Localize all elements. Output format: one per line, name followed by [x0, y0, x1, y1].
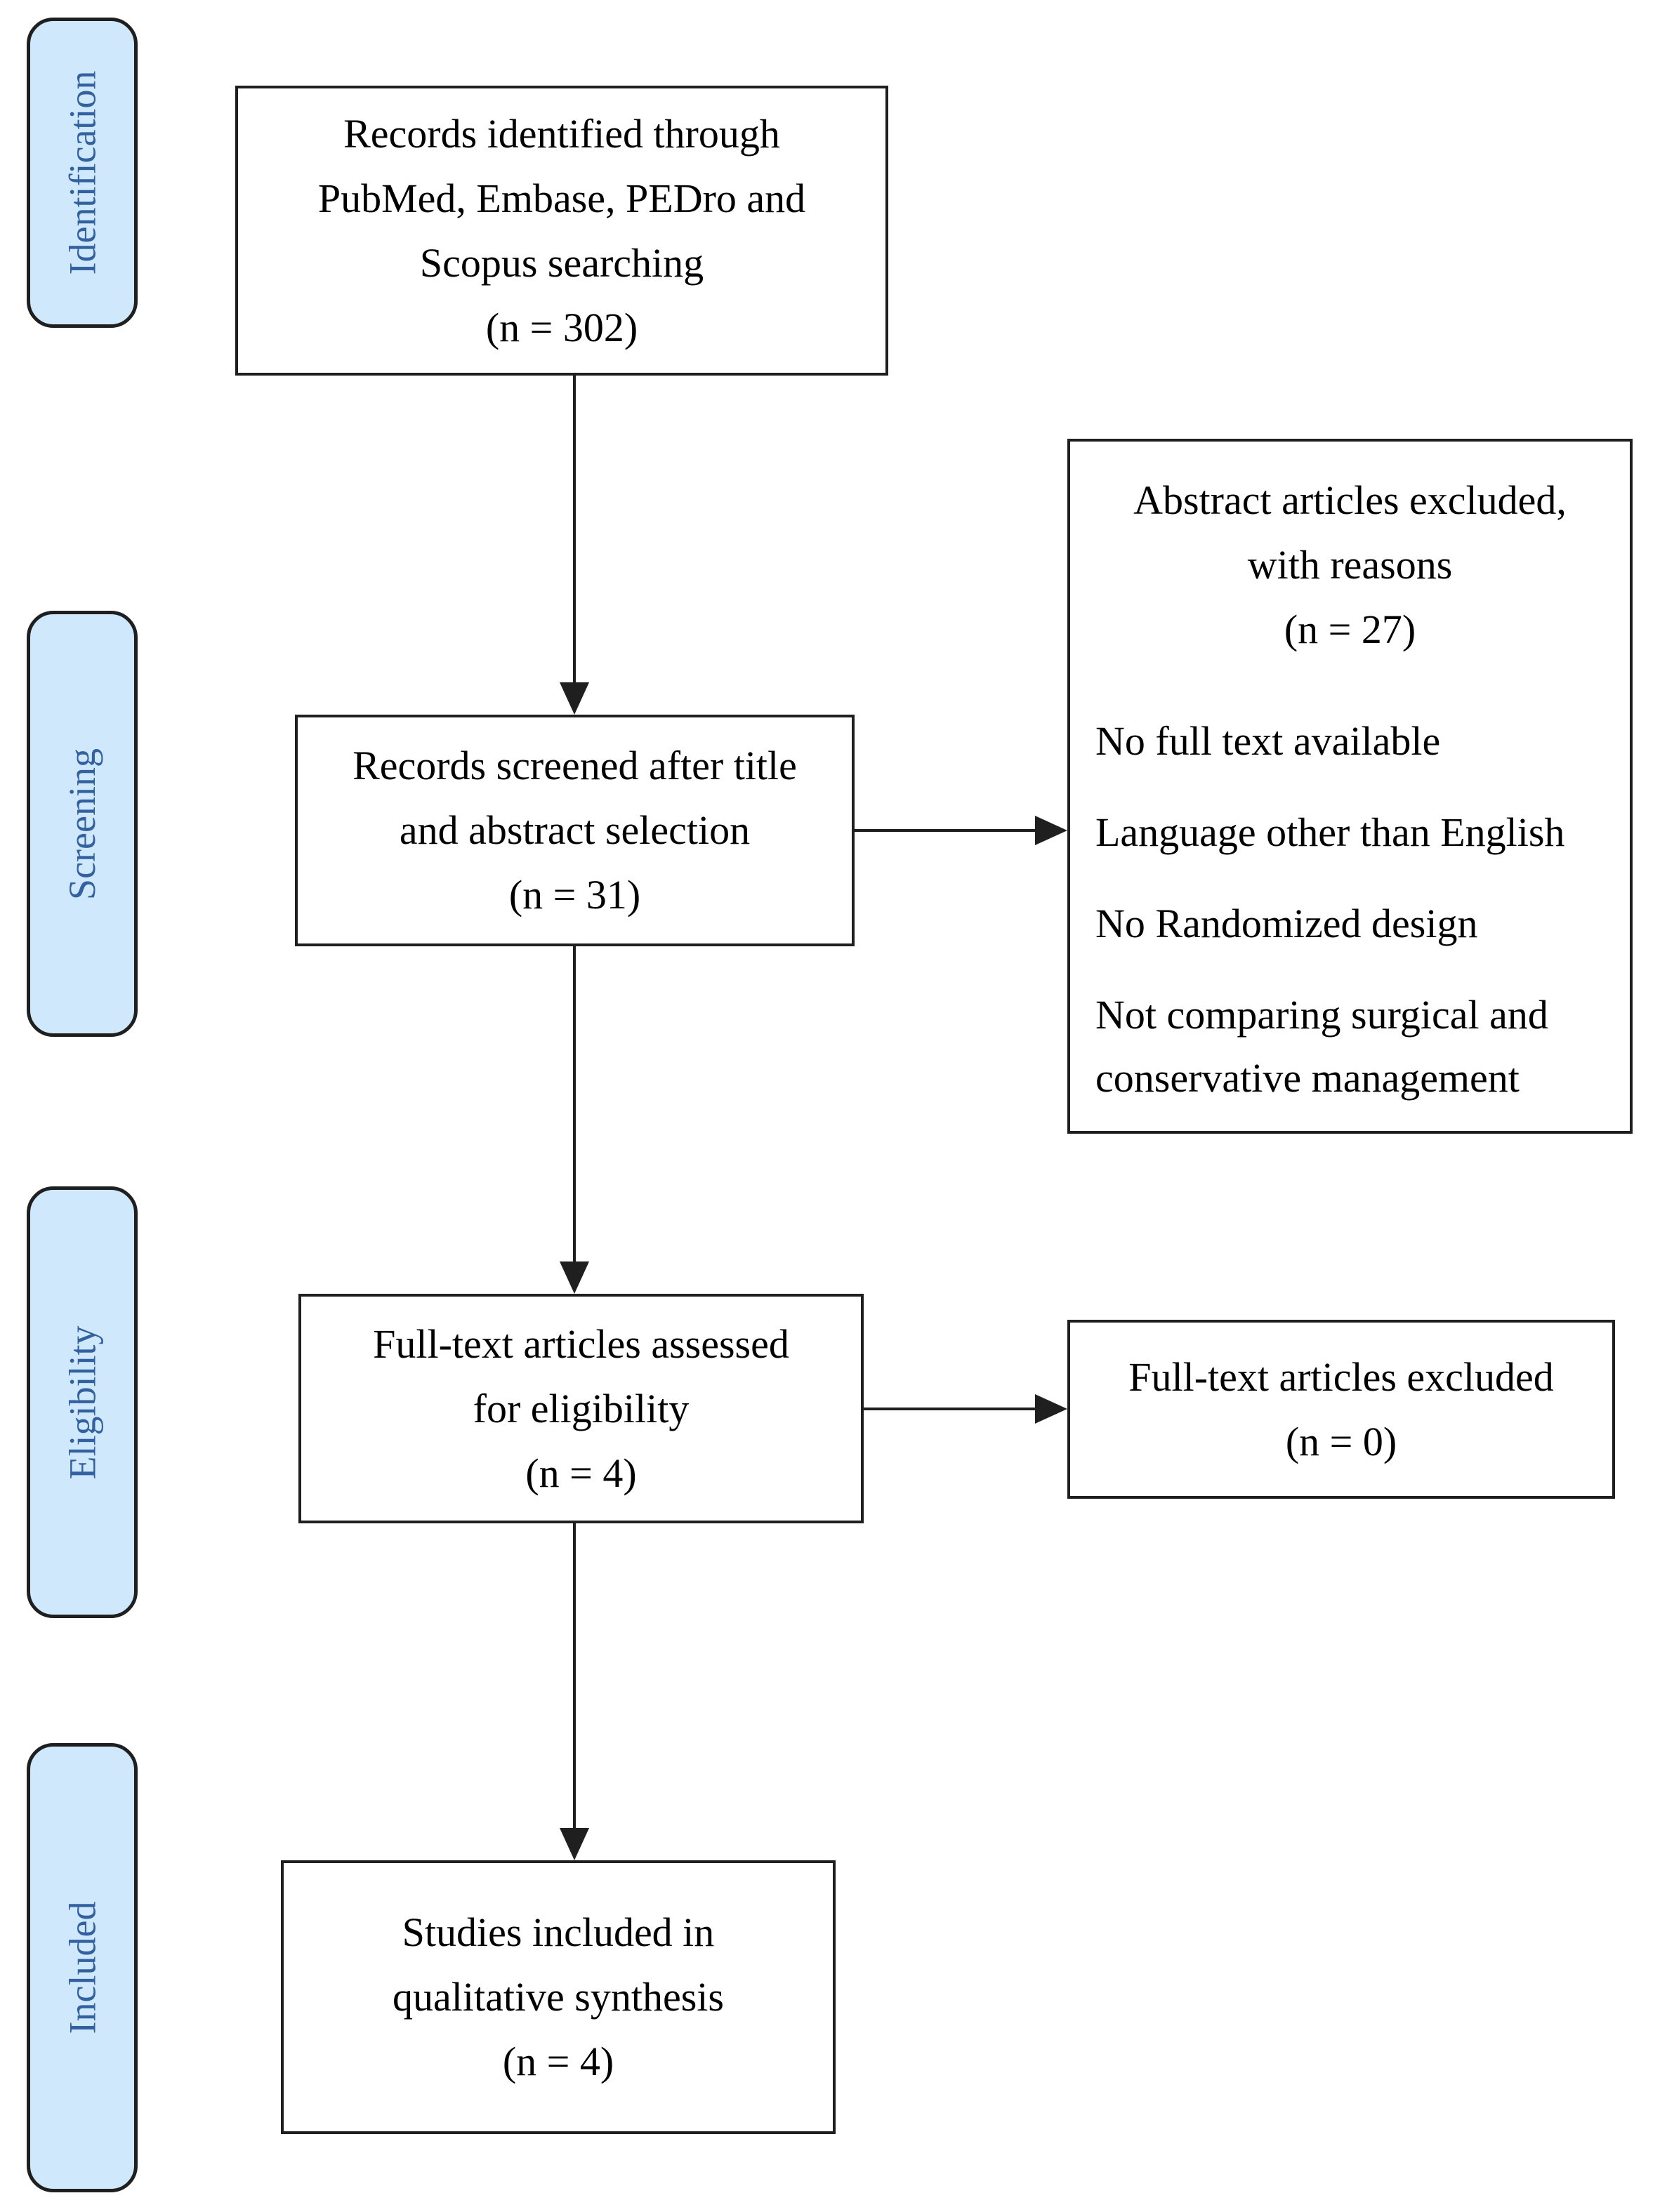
arrow-fulltext-to-included-line — [573, 1523, 576, 1830]
box-text-line: Abstract articles excluded, — [1133, 477, 1567, 523]
arrow-identified-to-screened-head — [560, 682, 589, 715]
box-text-line: with reasons — [1247, 542, 1453, 588]
box-abstract-excluded: Abstract articles excluded, with reasons… — [1067, 439, 1633, 1134]
box-studies-included: Studies included in qualitative synthesi… — [281, 1860, 836, 2134]
box-count: (n = 302) — [485, 304, 638, 350]
box-text-line: and abstract selection — [399, 807, 751, 853]
box-records-screened: Records screened after title and abstrac… — [295, 715, 855, 946]
box-text-line: Scopus searching — [419, 239, 704, 286]
stage-label-eligibility: Eligibility — [27, 1186, 138, 1618]
arrow-fulltext-to-excluded-head — [1035, 1394, 1067, 1424]
stage-label-text: Screening — [61, 748, 104, 900]
box-fulltext-excluded: Full-text articles excluded (n = 0) — [1067, 1320, 1615, 1499]
stage-label-text: Identification — [61, 70, 104, 275]
box-text-line: for eligibility — [473, 1385, 690, 1431]
arrow-screened-to-excluded-line — [855, 829, 1037, 832]
stage-label-included: Included — [27, 1743, 138, 2192]
exclusion-reason: No Randomized design — [1095, 901, 1478, 946]
exclusion-reason-list: No full text available Language other th… — [1095, 710, 1605, 1110]
box-records-identified: Records identified through PubMed, Embas… — [235, 86, 888, 376]
exclusion-reason: No full text available — [1095, 718, 1441, 764]
arrow-screened-to-fulltext-head — [560, 1261, 589, 1294]
box-text-line: qualitative synthesis — [393, 1974, 724, 2020]
stage-label-screening: Screening — [27, 611, 138, 1037]
box-count: (n = 31) — [508, 872, 641, 918]
arrow-screened-to-excluded-head — [1035, 816, 1067, 845]
box-text-line: Full-text articles assessed — [373, 1320, 789, 1367]
stage-label-text: Eligibility — [61, 1325, 104, 1480]
box-count: (n = 0) — [1285, 1418, 1397, 1464]
box-text-line: PubMed, Embase, PEDro and — [317, 175, 806, 221]
arrow-fulltext-to-included-head — [560, 1828, 589, 1860]
box-count: (n = 4) — [502, 2039, 614, 2084]
box-fulltext-assessed: Full-text articles assessed for eligibil… — [298, 1294, 864, 1523]
box-count: (n = 4) — [525, 1450, 637, 1496]
arrow-identified-to-screened-line — [573, 376, 576, 684]
arrow-screened-to-fulltext-line — [573, 946, 576, 1266]
exclusion-reason: Not comparing surgical and conservative … — [1095, 992, 1548, 1101]
arrow-fulltext-to-excluded-line — [864, 1408, 1035, 1410]
box-text-line: Studies included in — [402, 1909, 715, 1955]
box-count: (n = 27) — [1284, 607, 1416, 652]
stage-label-identification: Identification — [27, 18, 138, 328]
stage-label-text: Included — [61, 1901, 104, 2034]
box-text-line: Records identified through — [343, 110, 780, 157]
box-text-line: Records screened after title — [352, 743, 797, 788]
box-text-line: Full-text articles excluded — [1128, 1353, 1554, 1400]
exclusion-reason: Language other than English — [1095, 809, 1565, 855]
